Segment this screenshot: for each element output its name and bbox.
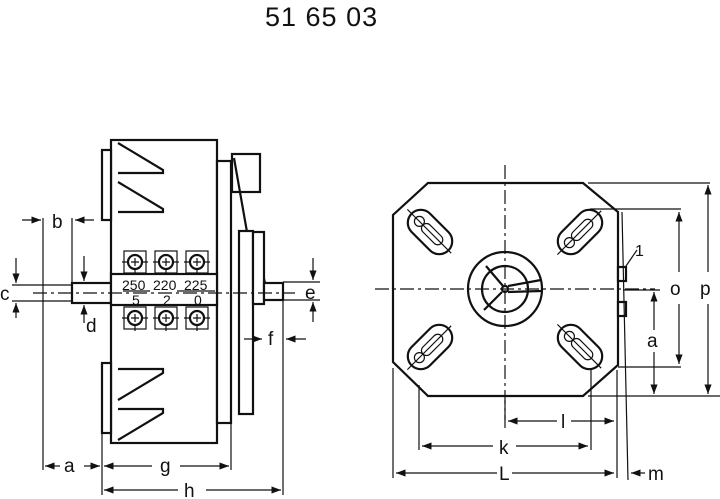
dim-e: e bbox=[305, 283, 316, 304]
dim-b: b bbox=[52, 212, 63, 233]
dim-c: c bbox=[0, 284, 10, 305]
disc bbox=[237, 229, 255, 416]
dim-a-side: a bbox=[64, 456, 75, 477]
tap-2: 2 bbox=[163, 292, 171, 308]
terminal-screw bbox=[184, 250, 210, 275]
terminals bbox=[122, 250, 210, 331]
mounting-slot bbox=[406, 323, 454, 371]
terminal-screw bbox=[122, 250, 148, 275]
fins bbox=[117, 142, 165, 441]
tap-250: 250 bbox=[122, 277, 146, 293]
tap-225: 225 bbox=[184, 277, 208, 293]
terminal-screw bbox=[184, 306, 210, 331]
callout-1: 1 bbox=[635, 243, 644, 260]
dim-g: g bbox=[160, 456, 171, 477]
rear-plate bbox=[215, 159, 233, 425]
dim-a-front: a bbox=[647, 331, 658, 352]
terminal-screw bbox=[153, 306, 179, 331]
tap-0: 0 bbox=[194, 292, 202, 308]
mounting-slot bbox=[406, 208, 454, 256]
tap-label-bar bbox=[109, 272, 219, 307]
dim-f: f bbox=[268, 329, 274, 350]
tap-5: 5 bbox=[132, 292, 140, 308]
dim-l: l bbox=[561, 412, 565, 433]
shaft-right bbox=[262, 281, 285, 302]
part-number-title: 51 65 03 bbox=[265, 2, 379, 32]
terminal-1 bbox=[616, 265, 628, 283]
side-view: 250 220 225 5 2 0 b c d e f bbox=[0, 138, 320, 499]
dim-d: d bbox=[86, 316, 97, 337]
dim-h: h bbox=[184, 481, 195, 499]
flange-bottom bbox=[100, 361, 113, 435]
mounting-slot bbox=[556, 208, 604, 256]
terminal-screw bbox=[153, 250, 179, 275]
front-view: 1 p o a l k L m bbox=[375, 165, 720, 485]
dim-p: p bbox=[700, 279, 711, 300]
mounting-slot bbox=[556, 323, 604, 371]
flange-top bbox=[100, 148, 113, 222]
dim-k: k bbox=[499, 438, 509, 459]
dim-m: m bbox=[648, 464, 664, 485]
hub bbox=[466, 250, 544, 328]
dim-L: L bbox=[499, 464, 510, 485]
tap-220: 220 bbox=[153, 277, 177, 293]
terminal-screw bbox=[122, 306, 148, 331]
mounting-slots bbox=[406, 208, 604, 371]
dim-o: o bbox=[670, 279, 681, 300]
terminal-2 bbox=[616, 300, 628, 318]
